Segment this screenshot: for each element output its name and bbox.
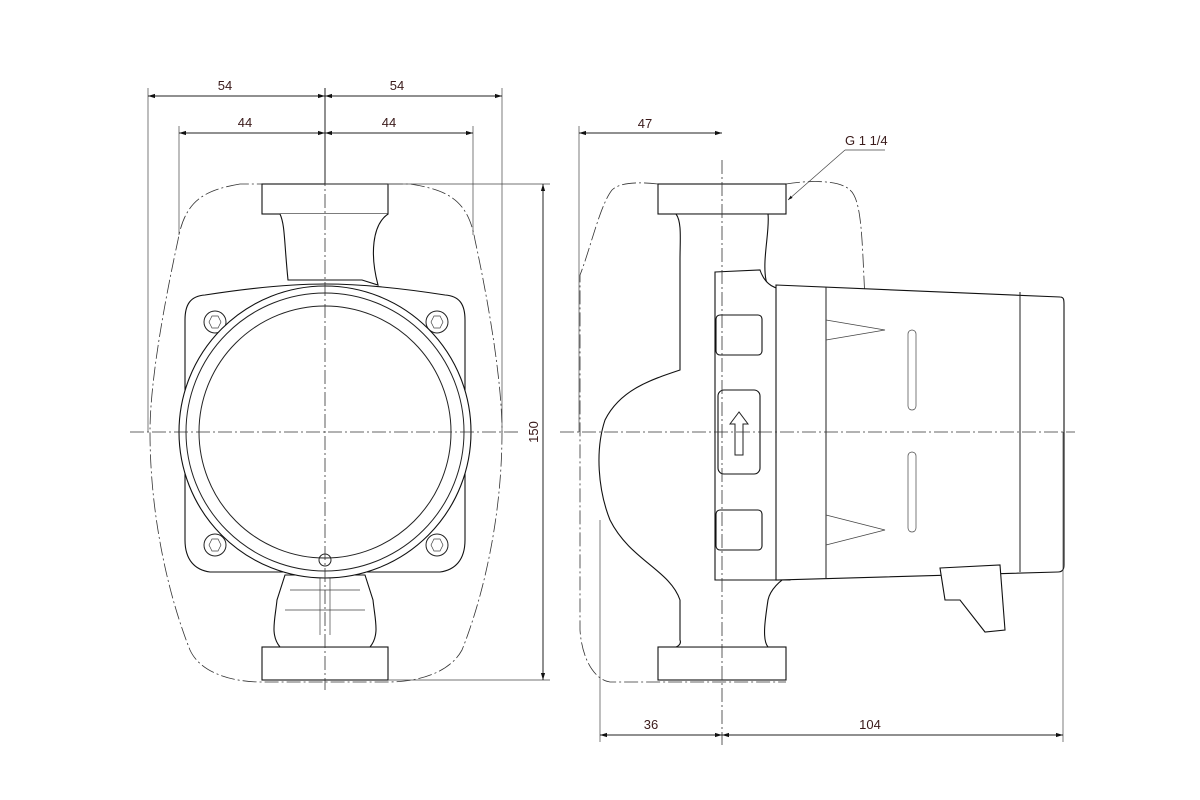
dim-front-outer-left: 54 [218,78,232,93]
front-envelope-outline [149,183,503,683]
side-view: 47 G 1 1/4 36 104 [560,116,1075,745]
dim-front-inner-right: 44 [382,115,396,130]
flow-arrow-up-icon [729,411,749,456]
bolt-icons [203,310,449,557]
dim-side-top-left: 47 [638,116,652,131]
top-neck [279,213,389,286]
dim-side-bottom-right: 104 [859,717,881,732]
side-dimensions [578,126,1064,742]
power-plug [939,564,1006,633]
front-dimensions [147,88,550,681]
bottom-neck [273,574,377,648]
front-view: 54 54 44 44 150 [130,78,550,690]
dim-front-outer-right: 54 [390,78,404,93]
motor-body [775,284,1065,581]
dim-side-bottom-left: 36 [644,717,658,732]
dim-front-height: 150 [526,421,541,443]
thread-size-label: G 1 1/4 [845,133,888,148]
dim-front-inner-left: 44 [238,115,252,130]
side-envelope-outline [579,181,866,683]
